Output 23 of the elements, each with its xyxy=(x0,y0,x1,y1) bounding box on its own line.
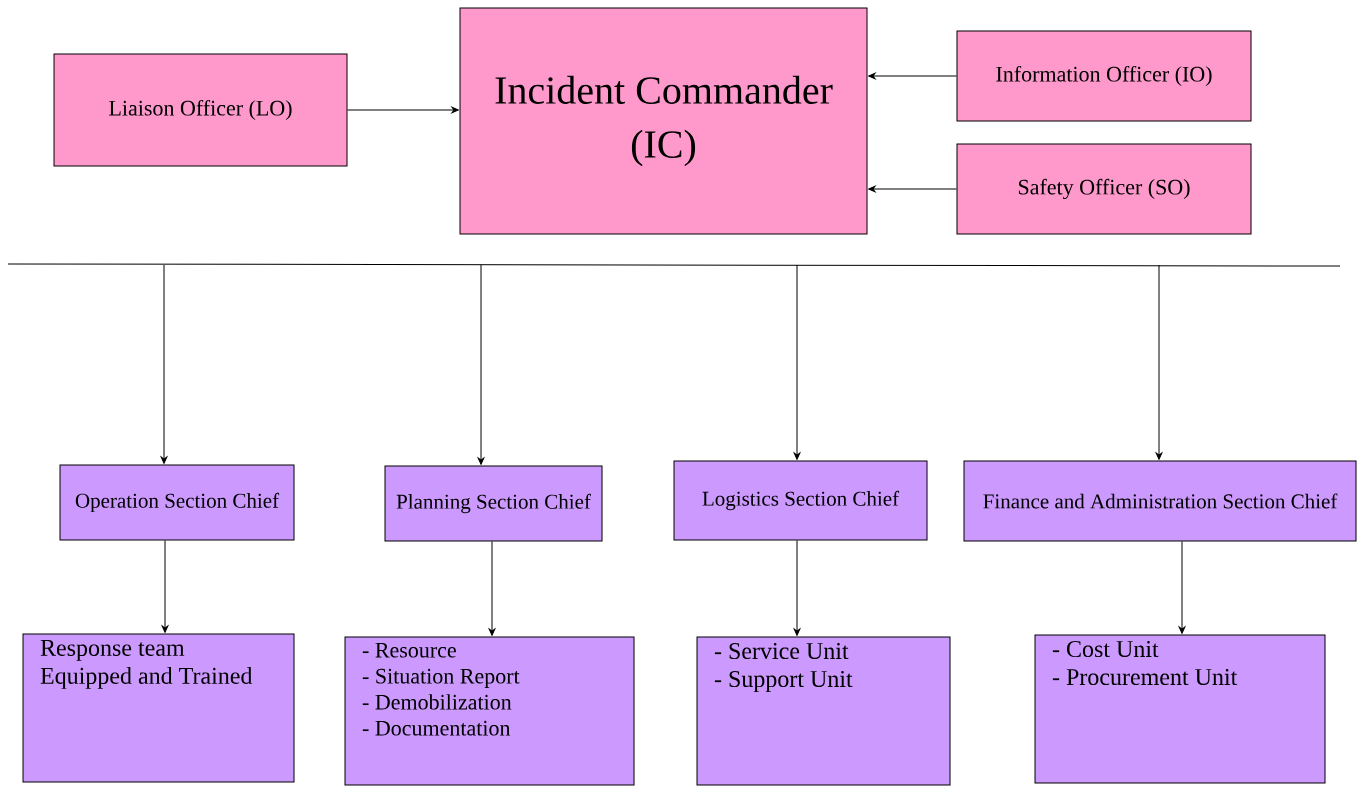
section-chief-box: Finance and Administration Section Chief xyxy=(963,460,1357,542)
officer-box: Safety Officer (SO) xyxy=(956,143,1252,235)
officer-box: Liaison Officer (LO) xyxy=(53,53,348,167)
arrow xyxy=(793,264,801,460)
section-chief-box: Operation Section Chief xyxy=(59,464,295,541)
arrow xyxy=(488,541,496,636)
arrow xyxy=(868,72,957,80)
section-chief-box: Logistics Section Chief xyxy=(673,460,928,541)
unit-box: - Service Unit - Support Unit xyxy=(696,636,951,786)
arrow xyxy=(347,106,459,114)
unit-box: Response team Equipped and Trained xyxy=(22,633,295,783)
commander-box: Incident Commander (IC) xyxy=(459,7,868,235)
arrow xyxy=(1178,541,1186,634)
arrow xyxy=(1155,264,1163,460)
unit-box: - Cost Unit - Procurement Unit xyxy=(1034,634,1326,784)
arrow xyxy=(868,185,957,193)
officer-box: Information Officer (IO) xyxy=(956,30,1252,122)
section-chief-box: Planning Section Chief xyxy=(384,465,603,542)
arrow xyxy=(160,264,168,464)
arrow xyxy=(161,540,169,633)
unit-box: - Resource - Situation Report - Demobilization - Documentation xyxy=(344,636,635,786)
arrow xyxy=(793,540,801,636)
arrow xyxy=(477,264,485,465)
